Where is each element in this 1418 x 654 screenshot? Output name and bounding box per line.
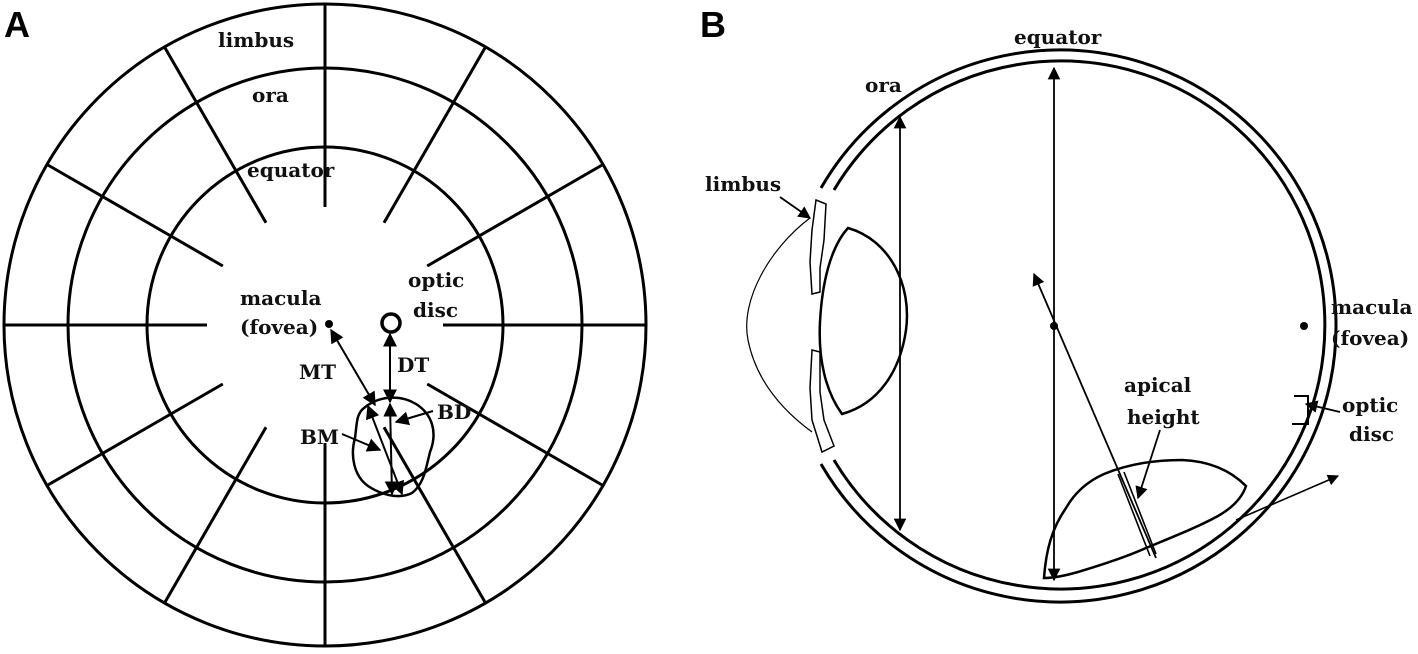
bd-vertical-line	[383, 402, 399, 496]
radius-arrow	[1032, 272, 1157, 559]
panel-a: A limbus ora equator macula (fovea) opti…	[2, 2, 648, 648]
clock-hour-spoke	[46, 163, 224, 268]
clock-hour-spoke	[426, 382, 604, 487]
height-label: height	[1127, 405, 1200, 429]
macula-dot	[325, 320, 333, 328]
clock-hour-spoke	[163, 46, 268, 224]
fovea-label-b: (fovea)	[1331, 326, 1409, 350]
fovea-label: (fovea)	[240, 315, 318, 339]
lens	[818, 226, 909, 416]
cornea	[746, 217, 813, 433]
retinal-break-outline	[351, 396, 435, 498]
ora-label: ora	[252, 83, 289, 107]
clock-hour-spoke	[382, 426, 487, 604]
limbus-pointer	[779, 196, 812, 219]
bm-pointer	[341, 433, 382, 452]
bd-pointer	[394, 410, 434, 426]
macula-label-b: macula	[1331, 295, 1412, 319]
equator-label: equator	[247, 158, 335, 182]
ora-label-b: ora	[865, 73, 902, 97]
iris-upper	[809, 198, 827, 295]
mt-arrow	[330, 328, 376, 407]
limbus-label: limbus	[218, 28, 294, 52]
lesion-outline	[1042, 458, 1248, 580]
apical-height-line-1	[1117, 473, 1151, 557]
apical-height-line-2	[1123, 471, 1157, 555]
optic-disc-pointer	[1304, 400, 1341, 413]
apical-label: apical	[1124, 373, 1192, 397]
panel-b-label: B	[700, 4, 726, 45]
bm-label: BM	[300, 425, 339, 449]
iris-lower	[809, 349, 835, 454]
equator-label-b: equator	[1014, 25, 1102, 49]
outward-arrow	[1235, 474, 1340, 521]
panel-b: B equator ora limbus	[700, 4, 1412, 604]
apical-height-pointer	[1135, 429, 1161, 500]
clock-hour-spoke	[426, 163, 604, 268]
disc-label: disc	[413, 298, 458, 322]
clock-hour-spoke	[46, 382, 224, 487]
bd-label: BD	[437, 400, 471, 424]
macula-label: macula	[240, 286, 321, 310]
limbus-label-b: limbus	[705, 172, 781, 196]
globe-inner-wall	[832, 59, 1327, 591]
clock-hour-spoke	[163, 426, 268, 604]
clock-hour-spoke	[382, 46, 487, 224]
disc-label-b: disc	[1349, 422, 1394, 446]
optic-disc-circle	[380, 312, 402, 334]
clock-hour-spokes	[4, 4, 646, 646]
mt-label: MT	[299, 360, 336, 384]
optic-label: optic	[408, 268, 464, 292]
globe-outer-wall	[819, 48, 1338, 604]
macula-dot-b	[1300, 322, 1308, 330]
optic-disc-notch	[1292, 395, 1309, 425]
optic-label-b: optic	[1342, 393, 1398, 417]
dt-label: DT	[397, 353, 429, 377]
panel-a-label: A	[4, 4, 30, 45]
